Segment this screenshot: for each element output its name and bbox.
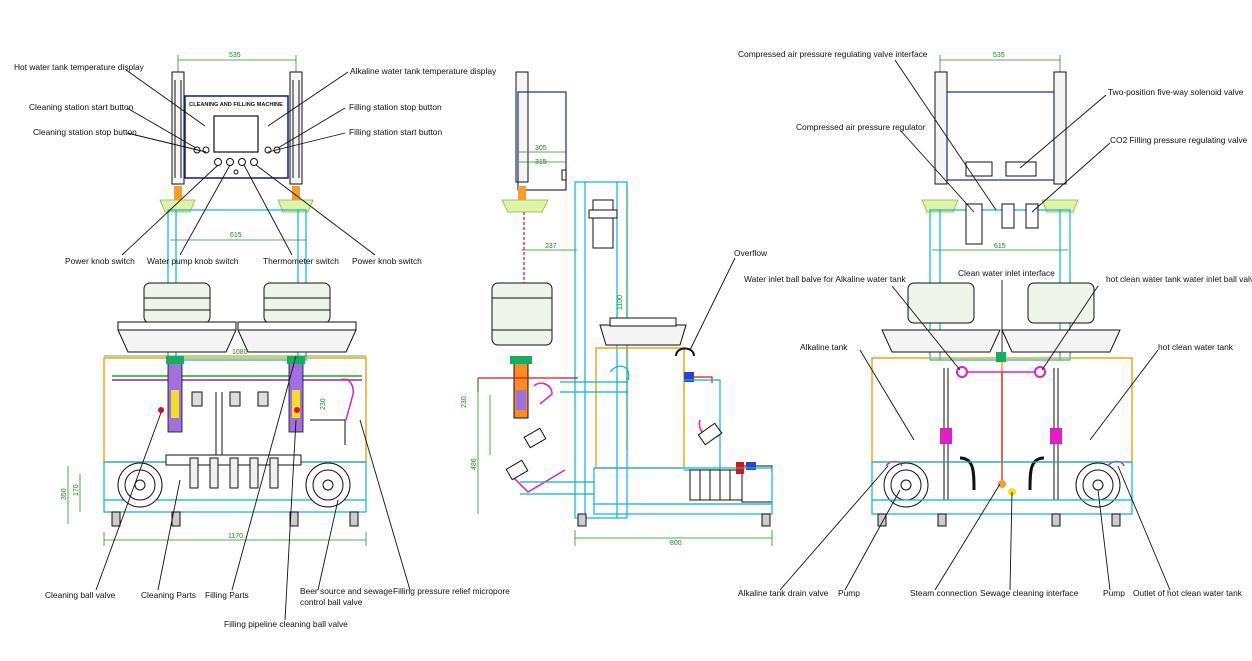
dim-rear-mid: 615 bbox=[994, 243, 1006, 250]
label-steam: Steam connection bbox=[910, 588, 977, 598]
label-clean-ball: Cleaning ball valve bbox=[45, 590, 116, 600]
front-pump-left bbox=[117, 462, 163, 508]
dim-side-d: 230 bbox=[461, 396, 468, 408]
right-light-column bbox=[289, 71, 303, 185]
panel-title: CLEANING AND FILLING MACHINE bbox=[189, 102, 283, 108]
label-alk-tank: Alkaline tank bbox=[800, 342, 848, 352]
label-fill-start: Filling station start button bbox=[349, 127, 442, 137]
label-alk-temp: Alkaline water tank temperature display bbox=[350, 66, 497, 76]
side-keg bbox=[491, 282, 553, 346]
label-clean-stop: Cleaning station stop button bbox=[33, 127, 137, 137]
label-hot-tank: hot clean water tank bbox=[1158, 342, 1234, 352]
dim-front-tank-span: 1080 bbox=[232, 349, 248, 356]
dim-front-base: 1170 bbox=[228, 533, 243, 540]
label-overflow: Overflow bbox=[734, 248, 768, 258]
label-sewage: Sewage cleaning interface bbox=[980, 588, 1079, 598]
side-tank bbox=[595, 347, 685, 469]
label-alk-drain: Alkaline tank drain valve bbox=[738, 588, 829, 598]
label-comp-reg: Compressed air pressure regulator bbox=[796, 122, 926, 132]
front-view: 535 CLEANING AND FILLING MACHINE 615 bbox=[14, 52, 510, 629]
label-hot-temp: Hot water tank temperature display bbox=[14, 62, 145, 72]
label-water-inlet-alk: Water inlet ball balve for Alkaline wate… bbox=[744, 274, 906, 284]
label-clean-inlet: Clean water inlet interface bbox=[958, 268, 1055, 278]
label-fill-parts: Filling Parts bbox=[205, 590, 249, 600]
label-beer-source-1: Beer source and sewage bbox=[300, 586, 393, 596]
cleaning-nozzles bbox=[191, 391, 269, 455]
label-thermo: Thermometer switch bbox=[263, 256, 339, 266]
touch-screen bbox=[213, 115, 259, 153]
label-fill-pipeline: Filling pipeline cleaning ball valve bbox=[224, 619, 348, 629]
label-beer-source-2: control ball valve bbox=[300, 597, 363, 607]
label-clean-start: Cleaning station start button bbox=[29, 102, 134, 112]
rear-panel bbox=[946, 91, 1055, 181]
bottom-nozzles bbox=[189, 457, 279, 489]
label-pump-2: Pump bbox=[1103, 588, 1125, 598]
label-co2: CO2 Filling pressure regulating valve bbox=[1110, 135, 1248, 145]
side-light-column bbox=[515, 71, 529, 183]
rear-view: 535 615 bbox=[738, 49, 1252, 598]
side-view: 305 315 237 1100 bbox=[461, 71, 773, 547]
dim-side-e: 486 bbox=[471, 458, 478, 470]
label-pump-1: Pump bbox=[838, 588, 860, 598]
front-pump-right bbox=[305, 462, 351, 508]
label-solenoid: Two-position five-way solenoid valve bbox=[1108, 87, 1244, 97]
label-hot-inlet: hot clean water tank water inlet ball va… bbox=[1106, 274, 1252, 284]
dim-side-a: 305 bbox=[535, 145, 547, 152]
label-comp-iface: Compressed air pressure regulating valve… bbox=[738, 49, 928, 59]
front-keg-right bbox=[237, 282, 357, 353]
label-fill-stop: Filling station stop button bbox=[349, 102, 442, 112]
dim-rear-top: 535 bbox=[993, 52, 1005, 59]
label-power-knob-2: Power knob switch bbox=[352, 256, 422, 266]
label-outlet: Outlet of hot clean water tank bbox=[1133, 588, 1243, 598]
side-pump-motor bbox=[689, 462, 773, 503]
rear-pump-right bbox=[1075, 460, 1125, 508]
label-relief: Filling pressure relief micropore bbox=[393, 586, 510, 596]
left-light-column bbox=[171, 71, 185, 185]
dim-front-h1: 350 bbox=[61, 488, 68, 500]
label-pump-knob: Water pump knob switch bbox=[147, 256, 239, 266]
label-clean-parts: Cleaning Parts bbox=[141, 590, 196, 600]
dim-front-h2: 170 bbox=[73, 484, 80, 496]
dim-side-height: 1100 bbox=[617, 295, 624, 310]
label-power-knob-1: Power knob switch bbox=[65, 256, 135, 266]
front-keg-left bbox=[117, 282, 237, 353]
dim-front-mid: 615 bbox=[230, 232, 242, 239]
dim-front-top: 535 bbox=[229, 52, 241, 59]
dim-side-b: 315 bbox=[535, 159, 547, 166]
dim-side-depth: 800 bbox=[670, 540, 682, 547]
dim-side-c: 237 bbox=[545, 243, 557, 250]
dim-front-valve: 230 bbox=[320, 398, 327, 410]
